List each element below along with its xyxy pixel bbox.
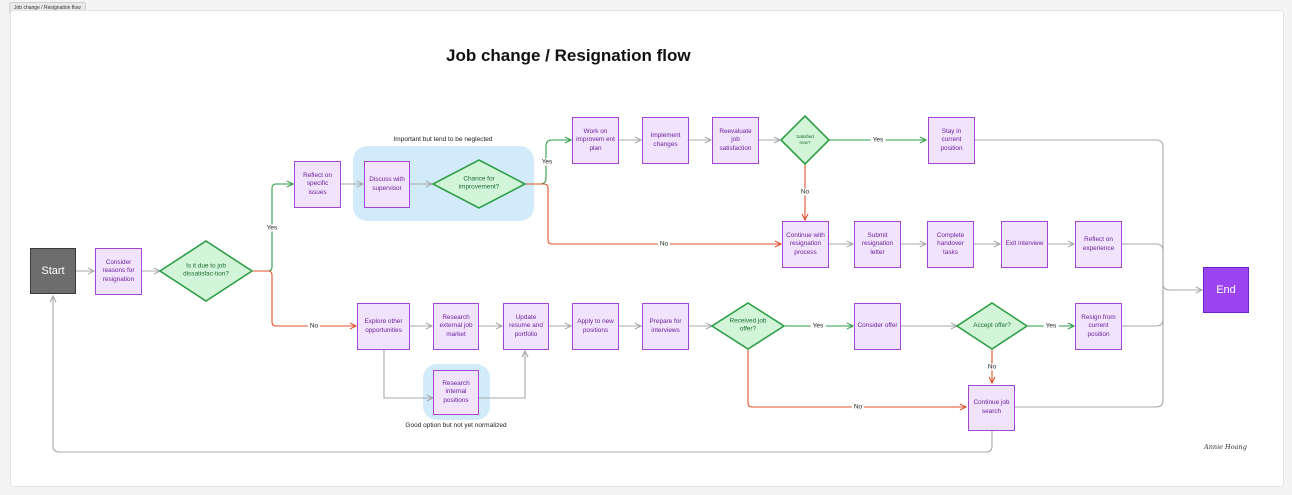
node-continue-resignation-label: Continue with resignation process [786, 231, 825, 256]
node-work-plan-label: Work on improvem ent plan [576, 127, 615, 152]
edge-loop-start [53, 296, 993, 453]
node-implement-changes[interactable]: Implement changes [642, 117, 689, 164]
node-update-resume[interactable]: Update resume and portfolio [503, 303, 549, 350]
decision-satisfied-diamond [779, 114, 831, 166]
node-reevaluate-label: Reevaluate job satisfaction [719, 127, 752, 152]
edge-label-accept-no: No [985, 363, 999, 371]
node-discuss-supervisor-label: Discuss with supervisor [369, 175, 405, 192]
edge-label-received-yes: Yes [810, 322, 826, 330]
edge-label-chance-no: No [657, 240, 671, 248]
node-research-external[interactable]: Research external job market [433, 303, 479, 350]
edge-label-satisfied-no: No [798, 188, 812, 196]
decision-accept-diamond [955, 302, 1029, 350]
node-reflect-experience[interactable]: Reflect on experience [1075, 221, 1122, 268]
decision-accept-label: Accept offer? [973, 321, 1011, 329]
decision-chance-label: Chance for improvement? [458, 175, 500, 191]
node-prepare-interviews-label: Prepare for interviews [649, 317, 682, 334]
decision-dissatisfaction-diamond [158, 240, 254, 302]
node-prepare-interviews[interactable]: Prepare for interviews [642, 303, 689, 350]
node-apply-positions[interactable]: Apply to new positions [572, 303, 619, 350]
group-caption-neglected: Important but tend to be neglected [393, 136, 493, 143]
node-continue-search[interactable]: Continue job search [968, 385, 1015, 431]
node-stay-position[interactable]: Stay in current position [928, 117, 975, 164]
edge-internal-update [479, 351, 525, 399]
edge-label-satisfied-yes: Yes [870, 136, 886, 144]
node-apply-positions-label: Apply to new positions [577, 317, 614, 334]
node-stay-position-label: Stay in current position [940, 127, 963, 152]
edge-label-received-no: No [851, 403, 865, 411]
edge-stay-end [974, 139, 1202, 290]
node-exit-interview[interactable]: Exit interview [1001, 221, 1048, 268]
edge-continue-search-end [1015, 290, 1164, 408]
node-consider-reasons[interactable]: Consider reasons for resignation [95, 248, 142, 295]
node-consider-offer-label: Consider offer [857, 322, 898, 330]
node-consider-reasons-label: Consider reasons for resignation [102, 258, 135, 283]
end-node[interactable]: End [1203, 267, 1249, 313]
node-research-internal[interactable]: Research internal positions [433, 370, 479, 415]
node-research-external-label: Research external job market [439, 313, 473, 338]
node-exit-interview-label: Exit interview [1005, 240, 1044, 248]
edge-resign-end [1121, 290, 1164, 327]
node-resign-position-label: Resign from current position [1081, 313, 1116, 338]
node-research-internal-label: Research internal positions [442, 379, 470, 404]
start-node[interactable]: Start [30, 248, 76, 294]
node-reevaluate[interactable]: Reevaluate job satisfaction [712, 117, 759, 164]
edge-explore-internal [383, 349, 433, 398]
edge-label-accept-yes: Yes [1043, 322, 1059, 330]
node-reflect-issues-label: Reflect on specific issues [303, 171, 332, 196]
node-reflect-experience-label: Reflect on experience [1082, 235, 1115, 252]
node-update-resume-label: Update resume and portfolio [509, 313, 543, 338]
node-resign-position[interactable]: Resign from current position [1075, 303, 1122, 350]
group-caption-internal: Good option but not yet normalized [405, 422, 507, 429]
node-discuss-supervisor[interactable]: Discuss with supervisor [364, 161, 410, 208]
node-explore-opportunities[interactable]: Explore other opportunities [357, 303, 410, 350]
decision-dissatisfaction-label: Is it due to job dissatisfac-tion? [183, 262, 229, 278]
edge-label-dissatisfaction-no: No [307, 322, 321, 330]
edge-label-dissatisfaction-yes: Yes [264, 224, 280, 232]
edge-dissatisfaction-no [250, 270, 356, 326]
node-reflect-issues[interactable]: Reflect on specific issues [294, 161, 341, 208]
node-submit-letter-label: Submit resignation letter [861, 231, 894, 256]
node-work-plan[interactable]: Work on improvem ent plan [572, 117, 619, 164]
edge-received-no [747, 350, 966, 407]
node-explore-opportunities-label: Explore other opportunities [364, 317, 403, 334]
decision-received-label: Received job offer? [729, 317, 767, 333]
decision-received-diamond [710, 302, 786, 350]
node-complete-handover[interactable]: Complete handover tasks [927, 221, 974, 268]
node-consider-offer[interactable]: Consider offer [854, 303, 901, 350]
edge-chance-no [523, 183, 781, 244]
edge-reflect-end [1121, 243, 1164, 290]
node-submit-letter[interactable]: Submit resignation letter [854, 221, 901, 268]
node-continue-search-label: Continue job search [973, 399, 1010, 415]
diagram-title: Job change / Resignation flow [446, 46, 691, 65]
node-continue-resignation[interactable]: Continue with resignation process [782, 221, 829, 268]
decision-chance-diamond [431, 159, 527, 209]
decision-satisfied-label: Satisfied now? [796, 134, 814, 145]
node-complete-handover-label: Complete handover tasks [936, 231, 965, 256]
author-signature: Annie Hoang [1204, 443, 1247, 451]
edge-label-chance-yes: Yes [539, 158, 555, 166]
node-implement-changes-label: Implement changes [650, 131, 681, 148]
